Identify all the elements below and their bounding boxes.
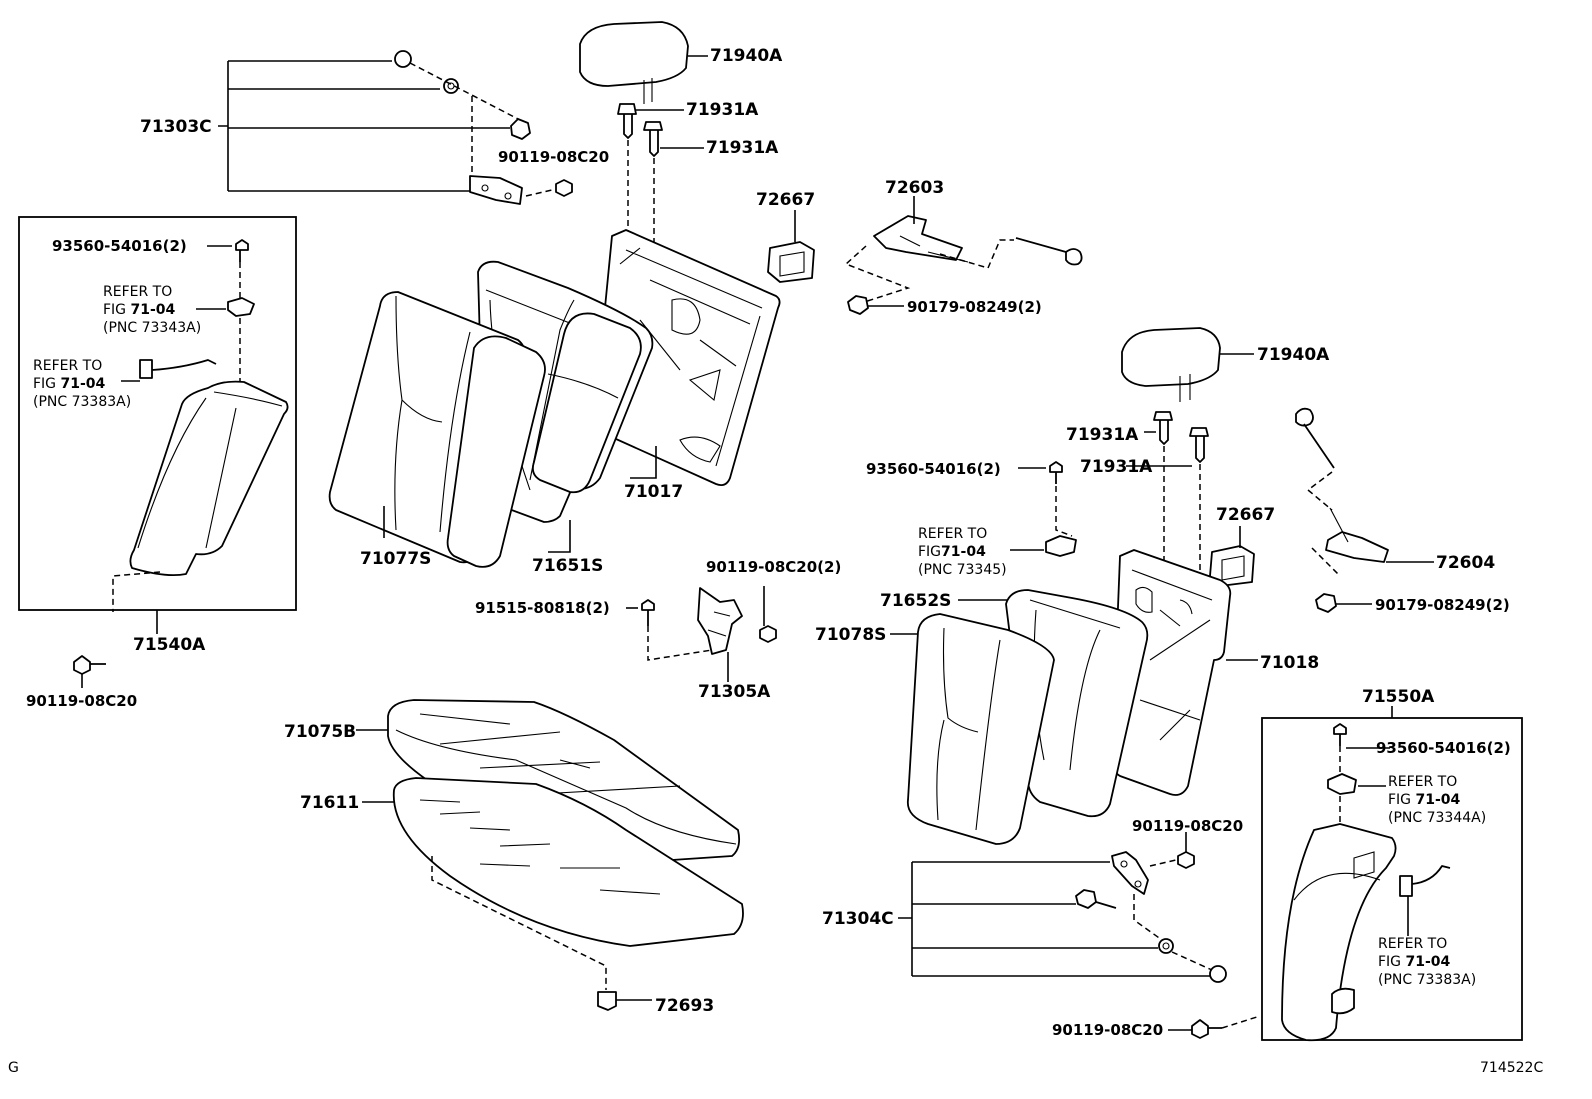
seatback-frame-71017 bbox=[592, 229, 781, 487]
label-71303c: 71303C bbox=[140, 117, 212, 137]
label-90119-08c20-c: 90119-08C20 bbox=[1132, 817, 1243, 835]
seat-lock-72604 bbox=[1295, 407, 1434, 577]
svg-text:REFER TO: REFER TO bbox=[103, 284, 172, 300]
label-71304c: 71304C bbox=[822, 909, 894, 929]
svg-text:REFER TO: REFER TO bbox=[1378, 936, 1447, 952]
label-71931a-4: 71931A bbox=[1080, 457, 1153, 477]
label-71018: 71018 bbox=[1260, 653, 1319, 673]
label-93560-54016-mid: 93560-54016(2) bbox=[866, 460, 1001, 478]
label-71077s: 71077S bbox=[360, 549, 431, 569]
seat-cushion-pad-71611 bbox=[362, 777, 744, 990]
lock-cover-72667-right bbox=[1209, 526, 1255, 587]
svg-text:REFER TO: REFER TO bbox=[918, 526, 987, 542]
headrest-guides-71931a bbox=[617, 103, 704, 246]
label-71931a-1: 71931A bbox=[686, 100, 759, 120]
label-71550a: 71550A bbox=[1362, 687, 1435, 707]
label-90119-08c20-2: 90119-08C20(2) bbox=[706, 558, 841, 576]
refer-note-73345: REFER TO FIG71-04 (PNC 73345) bbox=[918, 526, 1044, 578]
label-71940a-top: 71940A bbox=[710, 46, 783, 66]
label-90119-08c20-b: 90119-08C20 bbox=[26, 692, 137, 710]
svg-text:FIG 71-04: FIG 71-04 bbox=[103, 302, 176, 318]
label-71078s: 71078S bbox=[815, 625, 886, 645]
seatback-cushion-71078s bbox=[890, 613, 1055, 845]
svg-text:(PNC 73383A): (PNC 73383A) bbox=[1378, 972, 1476, 988]
label-90179-08249-left: 90179-08249(2) bbox=[907, 298, 1042, 316]
label-72667-left: 72667 bbox=[756, 190, 815, 210]
refer-note-73383a-left: REFER TO FIG 71-04 (PNC 73383A) bbox=[33, 358, 140, 410]
nut-90179-08249-left bbox=[847, 295, 904, 315]
label-93560-54016-right: 93560-54016(2) bbox=[1376, 739, 1511, 757]
nut-90179-08249-right bbox=[1315, 593, 1372, 613]
clip-72693 bbox=[597, 991, 652, 1011]
bolt-93560-54016-mid bbox=[1018, 461, 1077, 557]
corner-code-left: G bbox=[8, 1060, 19, 1076]
label-90119-08c20-a: 90119-08C20 bbox=[498, 148, 609, 166]
label-72604: 72604 bbox=[1436, 553, 1495, 573]
headrest-71940a-top bbox=[579, 21, 708, 104]
side-bolster-71550a bbox=[1281, 723, 1451, 1042]
bracket-group-71304c bbox=[898, 832, 1227, 983]
headrest-guides-right bbox=[1126, 411, 1209, 586]
label-72667-right: 72667 bbox=[1216, 505, 1275, 525]
seatback-cushion-71077s bbox=[328, 291, 546, 568]
svg-text:(PNC 73345): (PNC 73345) bbox=[918, 562, 1007, 578]
hinge-71305a bbox=[641, 586, 777, 682]
lock-cover-72667-left bbox=[767, 210, 815, 283]
side-bolster-box-71550a bbox=[1261, 717, 1523, 1041]
svg-text:REFER TO: REFER TO bbox=[33, 358, 102, 374]
svg-text:REFER TO: REFER TO bbox=[1388, 774, 1457, 790]
label-71075b: 71075B bbox=[284, 722, 356, 742]
headrest-71940a-right bbox=[1121, 327, 1254, 402]
svg-text:FIG71-04: FIG71-04 bbox=[918, 544, 986, 560]
refer-note-73343a: REFER TO FIG 71-04 (PNC 73343A) bbox=[103, 284, 226, 336]
corner-code-right: 714522C bbox=[1480, 1060, 1543, 1076]
seat-lock-72603 bbox=[844, 196, 1083, 305]
bracket-group-71303c bbox=[218, 50, 573, 205]
label-93560-54016-left: 93560-54016(2) bbox=[52, 237, 187, 255]
side-bolster-71540a bbox=[112, 239, 289, 612]
label-71651s: 71651S bbox=[532, 556, 603, 576]
label-71305a: 71305A bbox=[698, 682, 771, 702]
label-72693: 72693 bbox=[655, 996, 714, 1016]
label-90119-08c20-d: 90119-08C20 bbox=[1052, 1021, 1163, 1039]
svg-text:(PNC 73344A): (PNC 73344A) bbox=[1388, 810, 1486, 826]
label-72603: 72603 bbox=[885, 178, 944, 198]
label-71652s: 71652S bbox=[880, 591, 951, 611]
svg-text:FIG 71-04: FIG 71-04 bbox=[1388, 792, 1461, 808]
svg-text:(PNC 73343A): (PNC 73343A) bbox=[103, 320, 201, 336]
bolt-90119-08c20-d bbox=[1168, 1015, 1261, 1039]
svg-text:(PNC 73383A): (PNC 73383A) bbox=[33, 394, 131, 410]
label-71611: 71611 bbox=[300, 793, 359, 813]
label-71017: 71017 bbox=[624, 482, 683, 502]
label-71931a-3: 71931A bbox=[1066, 425, 1139, 445]
label-90179-08249-right: 90179-08249(2) bbox=[1375, 596, 1510, 614]
label-71540a: 71540A bbox=[133, 635, 206, 655]
refer-note-73383a-right: REFER TO FIG 71-04 (PNC 73383A) bbox=[1378, 936, 1476, 988]
bolt-90119-08c20-b bbox=[73, 655, 106, 688]
svg-text:FIG 71-04: FIG 71-04 bbox=[1378, 954, 1451, 970]
svg-text:FIG 71-04: FIG 71-04 bbox=[33, 376, 106, 392]
refer-note-73344a: REFER TO FIG 71-04 (PNC 73344A) bbox=[1358, 774, 1486, 826]
label-71931a-2: 71931A bbox=[706, 138, 779, 158]
label-91515-80818: 91515-80818(2) bbox=[475, 599, 610, 617]
label-71940a-right: 71940A bbox=[1257, 345, 1330, 365]
